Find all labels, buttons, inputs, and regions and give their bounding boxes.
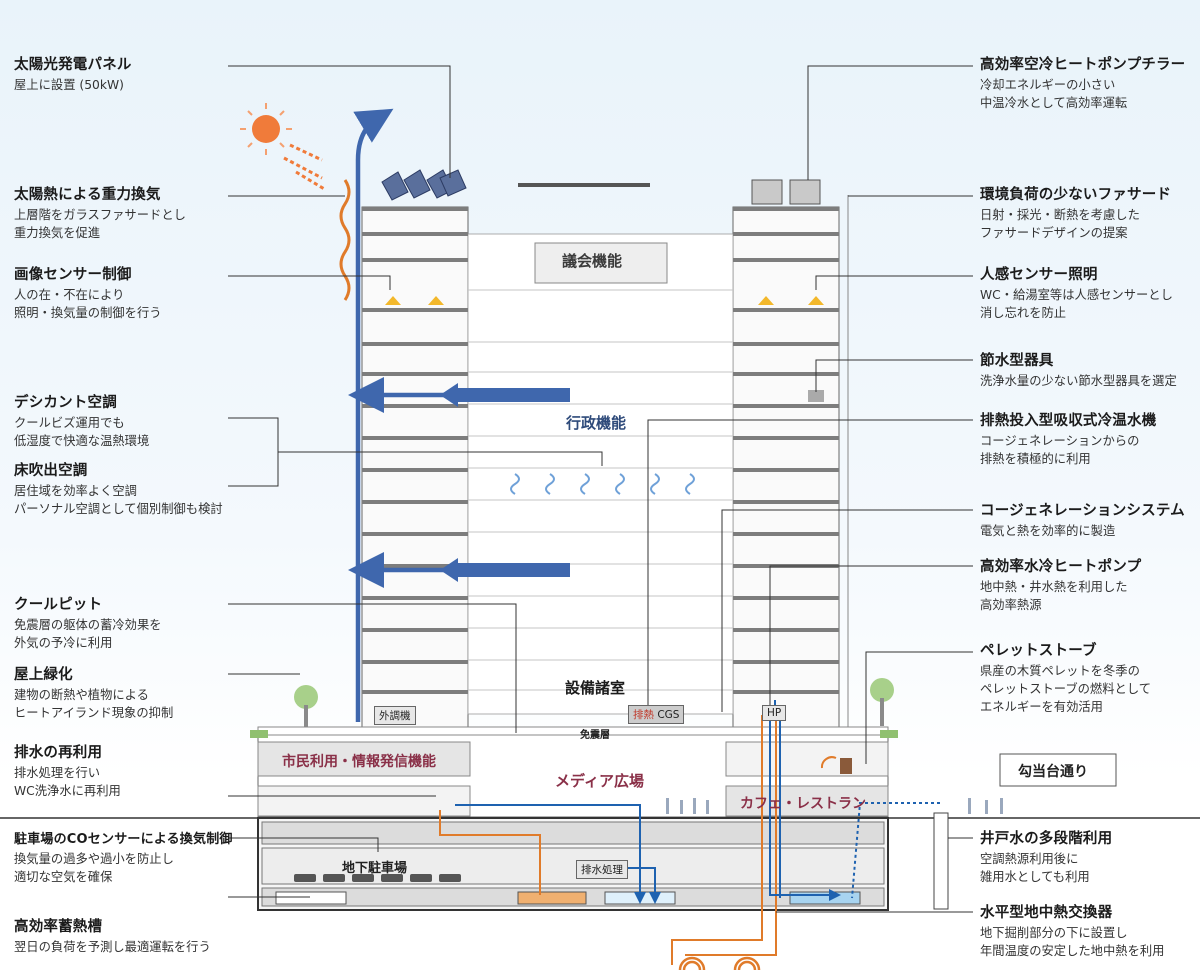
- callout-title: ペレットストーブ: [980, 642, 1151, 660]
- callout-title: 太陽熱による重力換気: [14, 186, 186, 204]
- callout-title: 駐車場のCOセンサーによる換気制御: [14, 832, 233, 848]
- callout-title: 井戸水の多段階利用: [980, 830, 1112, 848]
- callout-desc: 建物の断熱や植物によるヒートアイランド現象の抑制: [14, 687, 173, 723]
- cafe-label: カフェ・レストラン: [740, 793, 866, 813]
- callout-title: クールピット: [14, 596, 162, 614]
- lower-civic-box: [258, 786, 470, 816]
- equipment-room-label: 設備諸室: [565, 677, 625, 698]
- callout-desc: 空調熱源利用後に雑用水としても利用: [980, 851, 1112, 887]
- callout-title: 排水の再利用: [14, 744, 121, 762]
- callout-floor-air: 床吹出空調 居住域を効率よく空調パーソナル空調として個別制御も検討: [14, 462, 223, 519]
- center-core: [468, 234, 733, 714]
- well-pipe: [934, 813, 948, 909]
- callout-desc: WC・給湯室等は人感センサーとし消し忘れを防止: [980, 287, 1173, 323]
- callout-title: 床吹出空調: [14, 462, 223, 480]
- callout-desc: 上層階をガラスファサードとし重力換気を促進: [14, 207, 186, 243]
- callout-desc: 地下掘削部分の下に設置し年間温度の安定した地中熱を利用: [980, 925, 1164, 961]
- callout-desc: 冷却エネルギーの小さい中温冷水として高効率運転: [980, 77, 1185, 113]
- left-tower: [362, 207, 468, 727]
- callout-desc: 換気量の過多や過小を防止し適切な空気を確保: [14, 851, 233, 887]
- callout-cogeneration: コージェネレーションシステム 電気と熱を効率的に製造: [980, 502, 1185, 541]
- hp-box: HP: [762, 705, 786, 721]
- callout-desc: 翌日の負荷を予測し最適運転を行う: [14, 939, 211, 957]
- outdoor-unit-label: 外調機: [374, 706, 416, 725]
- heat-pump-chiller-icon: [752, 180, 820, 204]
- solar-panel-icon: [382, 170, 466, 200]
- sun-icon: [240, 103, 326, 190]
- callout-desc: 電気と熱を効率的に製造: [980, 523, 1185, 541]
- callout-title: 環境負荷の少ないファサード: [980, 186, 1171, 204]
- callout-desc: コージェネレーションからの排熱を積極的に利用: [980, 433, 1156, 469]
- media-plaza-label: メディア広場: [555, 770, 644, 791]
- callout-desc: 人の在・不在により照明・換気量の制御を行う: [14, 287, 162, 323]
- callout-title: 水平型地中熱交換器: [980, 904, 1164, 922]
- administration-label: 行政機能: [566, 412, 626, 433]
- callout-well-water: 井戸水の多段階利用 空調熱源利用後に雑用水としても利用: [980, 830, 1112, 887]
- right-tower: [733, 207, 839, 727]
- drainage-box: 排水処理: [576, 860, 628, 879]
- glass-facade-wave: [341, 180, 349, 300]
- callout-heat-pump-chiller: 高効率空冷ヒートポンプチラー 冷却エネルギーの小さい中温冷水として高効率運転: [980, 56, 1185, 113]
- callout-title: 高効率水冷ヒートポンプ: [980, 558, 1141, 576]
- callout-geothermal: 水平型地中熱交換器 地下掘削部分の下に設置し年間温度の安定した地中熱を利用: [980, 904, 1164, 961]
- callout-motion-sensor: 人感センサー照明 WC・給湯室等は人感センサーとし消し忘れを防止: [980, 266, 1173, 323]
- callout-title: 画像センサー制御: [14, 266, 162, 284]
- callout-desc: 免震層の躯体の蓄冷効果を外気の予冷に利用: [14, 617, 162, 653]
- callout-thermal-storage: 高効率蓄熱槽 翌日の負荷を予測し最適運転を行う: [14, 918, 211, 957]
- callout-cool-pit: クールピット 免震層の躯体の蓄冷効果を外気の予冷に利用: [14, 596, 162, 653]
- callout-desc: 地中熱・井水熱を利用した高効率熱源: [980, 579, 1141, 615]
- callout-desc: 屋上に設置 (50kW): [14, 77, 132, 95]
- callout-title: 高効率空冷ヒートポンプチラー: [980, 56, 1185, 74]
- callout-absorption-chiller: 排熱投入型吸収式冷温水機 コージェネレーションからの排熱を積極的に利用: [980, 412, 1156, 469]
- callout-desc: 日射・採光・断熱を考慮したファサードデザインの提案: [980, 207, 1171, 243]
- callout-desc: 居住域を効率よく空調パーソナル空調として個別制御も検討: [14, 483, 223, 519]
- street-label: 勾当台通り: [1018, 761, 1088, 781]
- callout-title: コージェネレーションシステム: [980, 502, 1185, 520]
- callout-solar-panel: 太陽光発電パネル 屋上に設置 (50kW): [14, 56, 132, 95]
- callout-solar-ventilation: 太陽熱による重力換気 上層階をガラスファサードとし重力換気を促進: [14, 186, 186, 243]
- callout-title: 高効率蓄熱槽: [14, 918, 211, 936]
- thermal-storage-tank: [276, 892, 346, 904]
- exhaust-heat-box: 排熱 CGS: [628, 705, 684, 724]
- civic-label: 市民利用・情報発信機能: [282, 751, 436, 771]
- seismic-layer-label: 免震層: [580, 726, 610, 741]
- callout-desc: クールビズ運用でも低湿度で快適な温熱環境: [14, 415, 149, 451]
- callout-desc: 洗浄水量の少ない節水型器具を選定: [980, 373, 1177, 391]
- callout-title: 排熱投入型吸収式冷温水機: [980, 412, 1156, 430]
- parking-label: 地下駐車場: [342, 857, 407, 876]
- callout-water-heat-pump: 高効率水冷ヒートポンプ 地中熱・井水熱を利用した高効率熱源: [980, 558, 1141, 615]
- upper-cafe-box: [726, 742, 888, 776]
- callout-title: デシカント空調: [14, 394, 149, 412]
- callout-desiccant: デシカント空調 クールビズ運用でも低湿度で快適な温熱環境: [14, 394, 149, 451]
- assembly-label: 議会機能: [562, 250, 622, 271]
- seismic-layer: [258, 727, 888, 735]
- callout-facade: 環境負荷の少ないファサード 日射・採光・断熱を考慮したファサードデザインの提案: [980, 186, 1171, 243]
- callout-co-sensor: 駐車場のCOセンサーによる換気制御 換気量の過多や過小を防止し適切な空気を確保: [14, 832, 233, 887]
- callout-roof-green: 屋上緑化 建物の断熱や植物によるヒートアイランド現象の抑制: [14, 666, 173, 723]
- callout-water-saving: 節水型器具 洗浄水量の少ない節水型器具を選定: [980, 352, 1177, 391]
- callout-title: 人感センサー照明: [980, 266, 1173, 284]
- callout-title: 節水型器具: [980, 352, 1177, 370]
- roof-line: [518, 183, 650, 187]
- callout-title: 屋上緑化: [14, 666, 173, 684]
- callout-image-sensor: 画像センサー制御 人の在・不在により照明・換気量の制御を行う: [14, 266, 162, 323]
- callout-desc: 県産の木質ペレットを冬季のペレットストーブの燃料としてエネルギーを有効活用: [980, 663, 1151, 716]
- callout-title: 太陽光発電パネル: [14, 56, 132, 74]
- callout-pellet-stove: ペレットストーブ 県産の木質ペレットを冬季のペレットストーブの燃料としてエネルギ…: [980, 642, 1151, 717]
